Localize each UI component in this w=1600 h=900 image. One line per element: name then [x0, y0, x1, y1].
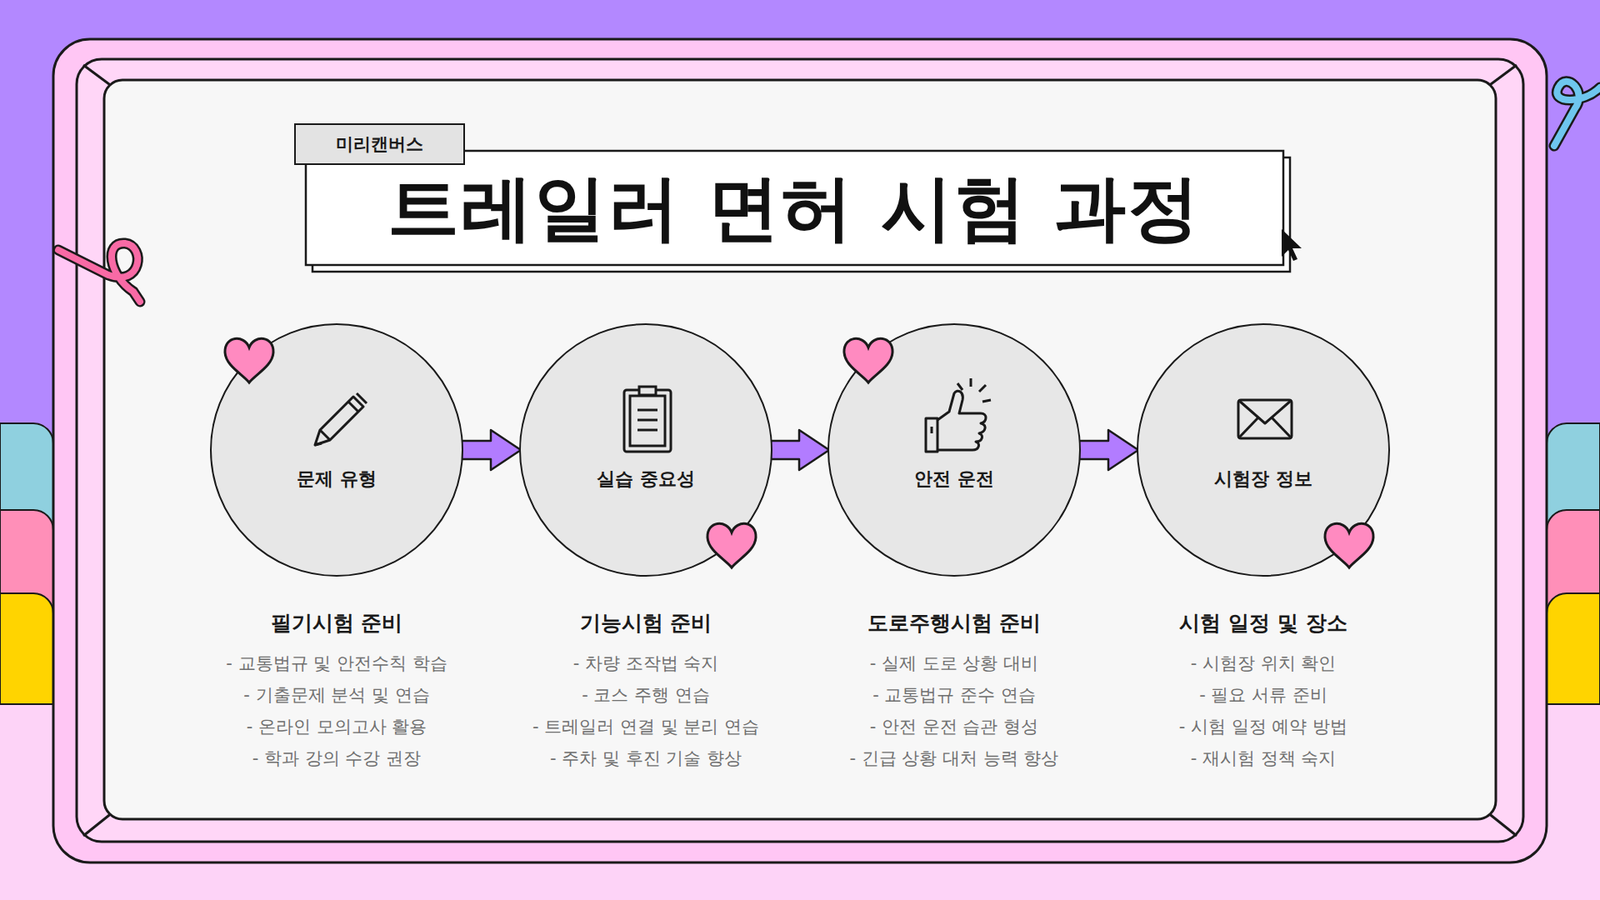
bullet-item: - 시험 일정 예약 방법 — [1179, 715, 1348, 739]
bullet-item: - 교통법규 준수 연습 — [872, 683, 1036, 707]
flow-arrow — [1079, 430, 1139, 470]
ribbon-pink — [58, 243, 140, 302]
bullet-item: - 학과 강의 수강 권장 — [252, 746, 421, 770]
outer-frame — [53, 39, 1547, 863]
column-heading: 필기시험 준비 — [270, 609, 404, 637]
heart — [225, 338, 274, 383]
bullet-item: - 온라인 모의고사 활용 — [246, 715, 428, 739]
heart — [707, 523, 756, 568]
process-circle: 시험장 정보 — [1136, 323, 1390, 577]
inner-panel — [104, 80, 1496, 820]
bullet-item: - 코스 주행 연습 — [581, 683, 710, 707]
step-label: 안전 운전 — [829, 466, 1080, 492]
tag-box: 미리캔버스 — [294, 123, 465, 165]
step-label: 문제 유형 — [211, 466, 462, 492]
step-icon — [597, 370, 698, 470]
step-icon — [288, 370, 389, 470]
process-circle: 실습 중요성 — [519, 323, 773, 577]
bullet-item: - 기출문제 분석 및 연습 — [243, 683, 430, 707]
heart — [844, 338, 893, 383]
diagram-title: 트레일러 면허 시험 과정 — [387, 160, 1201, 258]
step-icon — [1215, 370, 1315, 470]
ribbon-blue — [1554, 81, 1600, 146]
bullet-item: - 트레일러 연결 및 분리 연습 — [532, 715, 760, 739]
bullet-item: - 긴급 상황 대처 능력 향상 — [850, 746, 1060, 770]
flow-arrow — [461, 430, 521, 470]
bullet-item: - 재시험 정책 숙지 — [1190, 746, 1337, 770]
cursor-icon — [1281, 229, 1302, 261]
column-heading: 도로주행시험 준비 — [867, 609, 1042, 637]
column-heading: 시험 일정 및 장소 — [1179, 609, 1347, 637]
bullet-item: - 필요 서류 준비 — [1199, 683, 1328, 707]
step-icon — [905, 370, 1006, 470]
process-circle: 문제 유형 — [210, 323, 464, 577]
title-box — [305, 150, 1284, 265]
frame-corners — [83, 65, 1517, 836]
process-circle: 안전 운전 — [827, 323, 1081, 577]
middle-frame — [76, 59, 1524, 842]
heart — [1325, 523, 1374, 568]
flow-arrow — [770, 430, 830, 470]
bullet-item: - 차량 조작법 숙지 — [573, 651, 720, 675]
tag-text: 미리캔버스 — [335, 132, 424, 156]
column-heading: 기능시험 준비 — [580, 609, 713, 637]
step-label: 실습 중요성 — [520, 466, 771, 492]
step-label: 시험장 정보 — [1138, 466, 1389, 492]
bullet-item: - 교통법규 및 안전수칙 학습 — [225, 651, 447, 675]
bullet-item: - 시험장 위치 확인 — [1190, 651, 1337, 675]
bullet-item: - 실제 도로 상황 대비 — [870, 651, 1039, 675]
bullet-item: - 주차 및 후진 기술 향상 — [550, 746, 742, 770]
bullet-item: - 안전 운전 습관 형성 — [870, 715, 1039, 739]
